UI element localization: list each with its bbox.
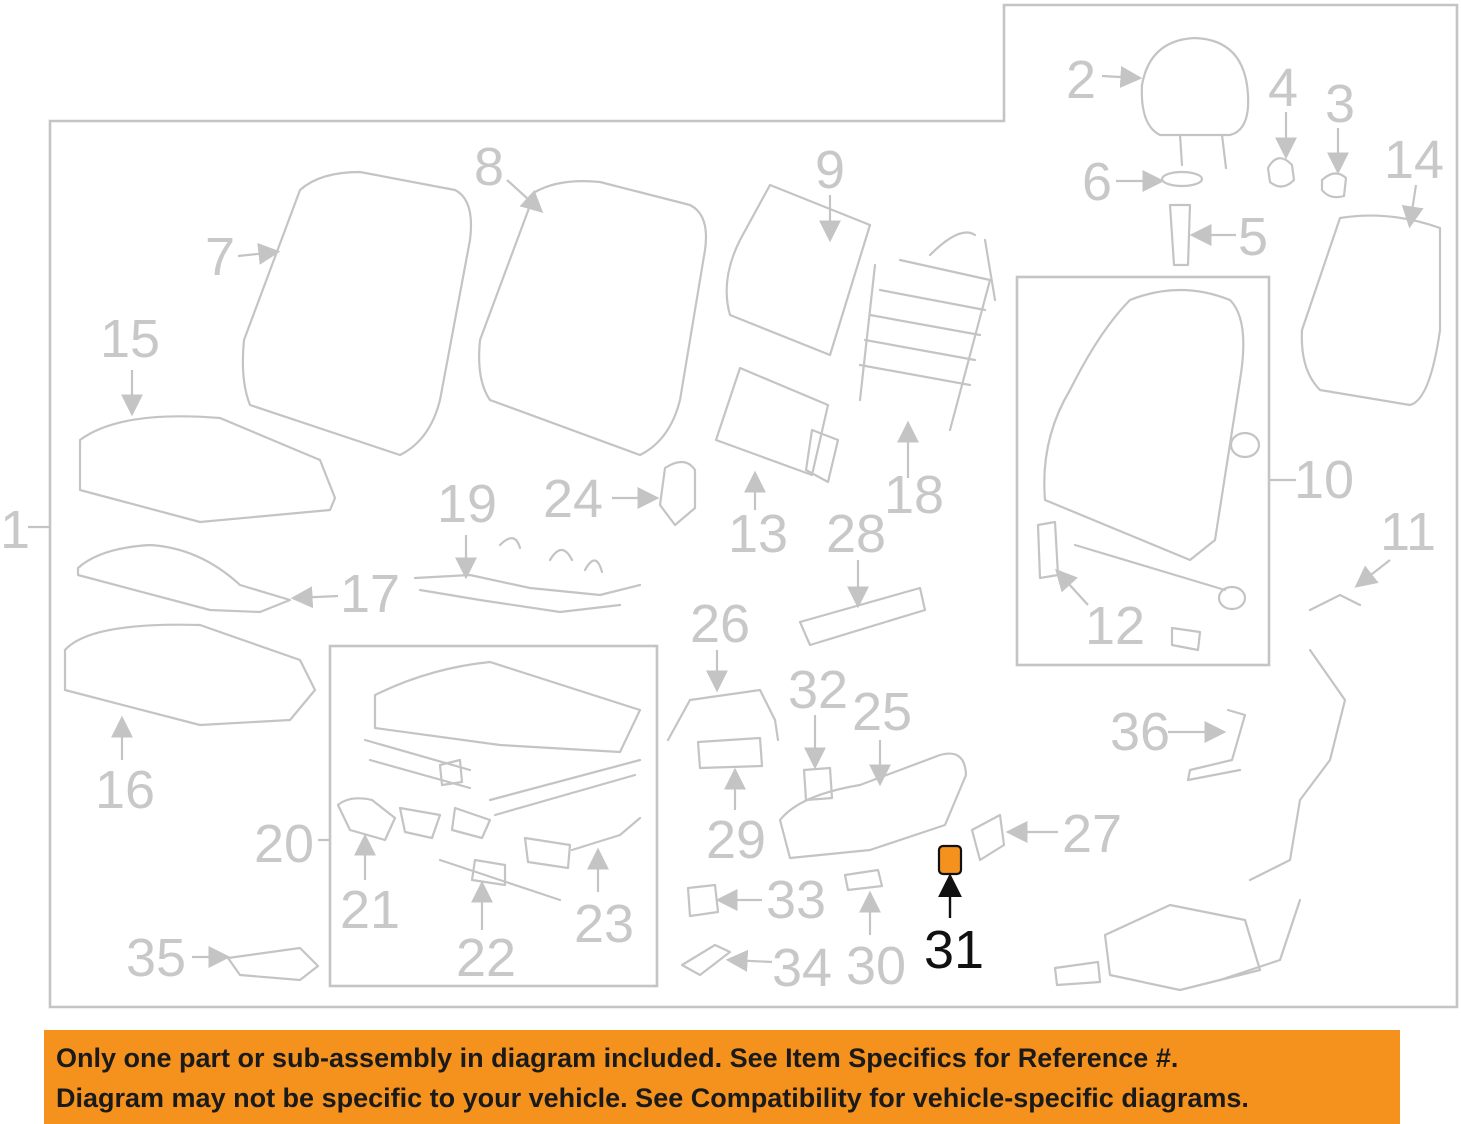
callout-27: 27 — [1062, 804, 1122, 864]
callout-6: 6 — [1082, 152, 1112, 212]
switch-bezel-part — [843, 868, 884, 892]
motor-23-part — [523, 816, 642, 870]
callout-22: 22 — [456, 928, 516, 988]
callout-26: 26 — [690, 594, 750, 654]
highlighted-part-31 — [937, 844, 963, 876]
disclaimer-line-1: Only one part or sub-assembly in diagram… — [56, 1043, 1179, 1073]
callout-1: 1 — [0, 500, 30, 560]
module-bracket-part — [226, 946, 320, 982]
callout-21: 21 — [340, 880, 400, 940]
clip-parts — [398, 758, 492, 840]
callout-19: 19 — [437, 474, 497, 534]
seat-adjuster-box — [328, 644, 659, 988]
seat-parts-diagram: 1 2 4 3 14 6 5 7 8 9 15 10 11 12 13 18 1… — [0, 3, 1459, 1009]
disclaimer-banner: Only one part or sub-assembly in diagram… — [44, 1030, 1400, 1124]
callout-28: 28 — [826, 504, 886, 564]
callout-8: 8 — [474, 137, 504, 197]
callout-12: 12 — [1085, 596, 1145, 656]
button-part — [686, 883, 720, 918]
callout-7: 7 — [205, 227, 235, 287]
seatback-frame-part — [1043, 288, 1245, 562]
wiring-harness-part — [1218, 593, 1362, 982]
callout-9: 9 — [815, 140, 845, 200]
cushion-cover-part — [78, 415, 337, 524]
headrest-guide-parts — [1160, 157, 1348, 267]
harness-base-part — [1103, 903, 1262, 992]
cushion-frame-part — [63, 623, 317, 727]
switch-part — [696, 736, 764, 770]
back-panel-part — [1300, 214, 1442, 407]
callout-33: 33 — [766, 870, 826, 930]
callout-30: 30 — [846, 936, 906, 996]
bezel-part — [680, 943, 732, 977]
callout-20: 20 — [254, 814, 314, 874]
cushion-pad-part — [76, 543, 292, 614]
seatback-cover-part — [241, 170, 473, 457]
callout-5: 5 — [1238, 207, 1268, 267]
callout-32: 32 — [788, 660, 848, 720]
bracket-part — [658, 460, 697, 527]
callout-14: 14 — [1384, 130, 1444, 190]
callout-31: 31 — [924, 920, 984, 980]
callout-34: 34 — [772, 938, 832, 998]
callout-4: 4 — [1268, 58, 1298, 118]
cable-part — [666, 688, 780, 742]
callout-13: 13 — [728, 504, 788, 564]
callout-18: 18 — [884, 465, 944, 525]
trim-cap-part — [970, 813, 1006, 862]
panel-part — [725, 183, 872, 357]
seat-adjuster-part — [363, 660, 642, 817]
frame-knob — [1229, 431, 1261, 459]
callout-29: 29 — [706, 810, 766, 870]
spring-grid-part — [858, 231, 997, 432]
seatback-pad-part — [478, 180, 708, 457]
callout-10: 10 — [1294, 450, 1354, 510]
callout-11: 11 — [1380, 502, 1436, 562]
bracket-36-part — [1186, 708, 1247, 782]
connector-part — [1053, 960, 1102, 987]
trim-part — [798, 586, 927, 647]
motor-22-part — [438, 858, 562, 902]
motor-21-part — [336, 797, 397, 842]
callout-36: 36 — [1110, 702, 1170, 762]
leader-arrows — [111, 66, 1424, 972]
side-shield-part — [778, 752, 968, 860]
seatback-frame-box — [1015, 275, 1271, 667]
disclaimer-line-2: Diagram may not be specific to your vehi… — [56, 1083, 1249, 1113]
callout-15: 15 — [100, 309, 160, 369]
callout-23: 23 — [574, 894, 634, 954]
assembly-frame — [48, 3, 1459, 1009]
callout-25: 25 — [852, 682, 912, 742]
cushion-spring-part — [413, 537, 642, 614]
callout-17: 17 — [340, 564, 400, 624]
callout-2: 2 — [1066, 50, 1096, 110]
callout-35: 35 — [126, 928, 186, 988]
callout-24: 24 — [543, 469, 603, 529]
headrest-part — [1140, 36, 1250, 170]
module-part — [714, 366, 840, 484]
callout-16: 16 — [95, 760, 155, 820]
callout-3: 3 — [1325, 74, 1355, 134]
